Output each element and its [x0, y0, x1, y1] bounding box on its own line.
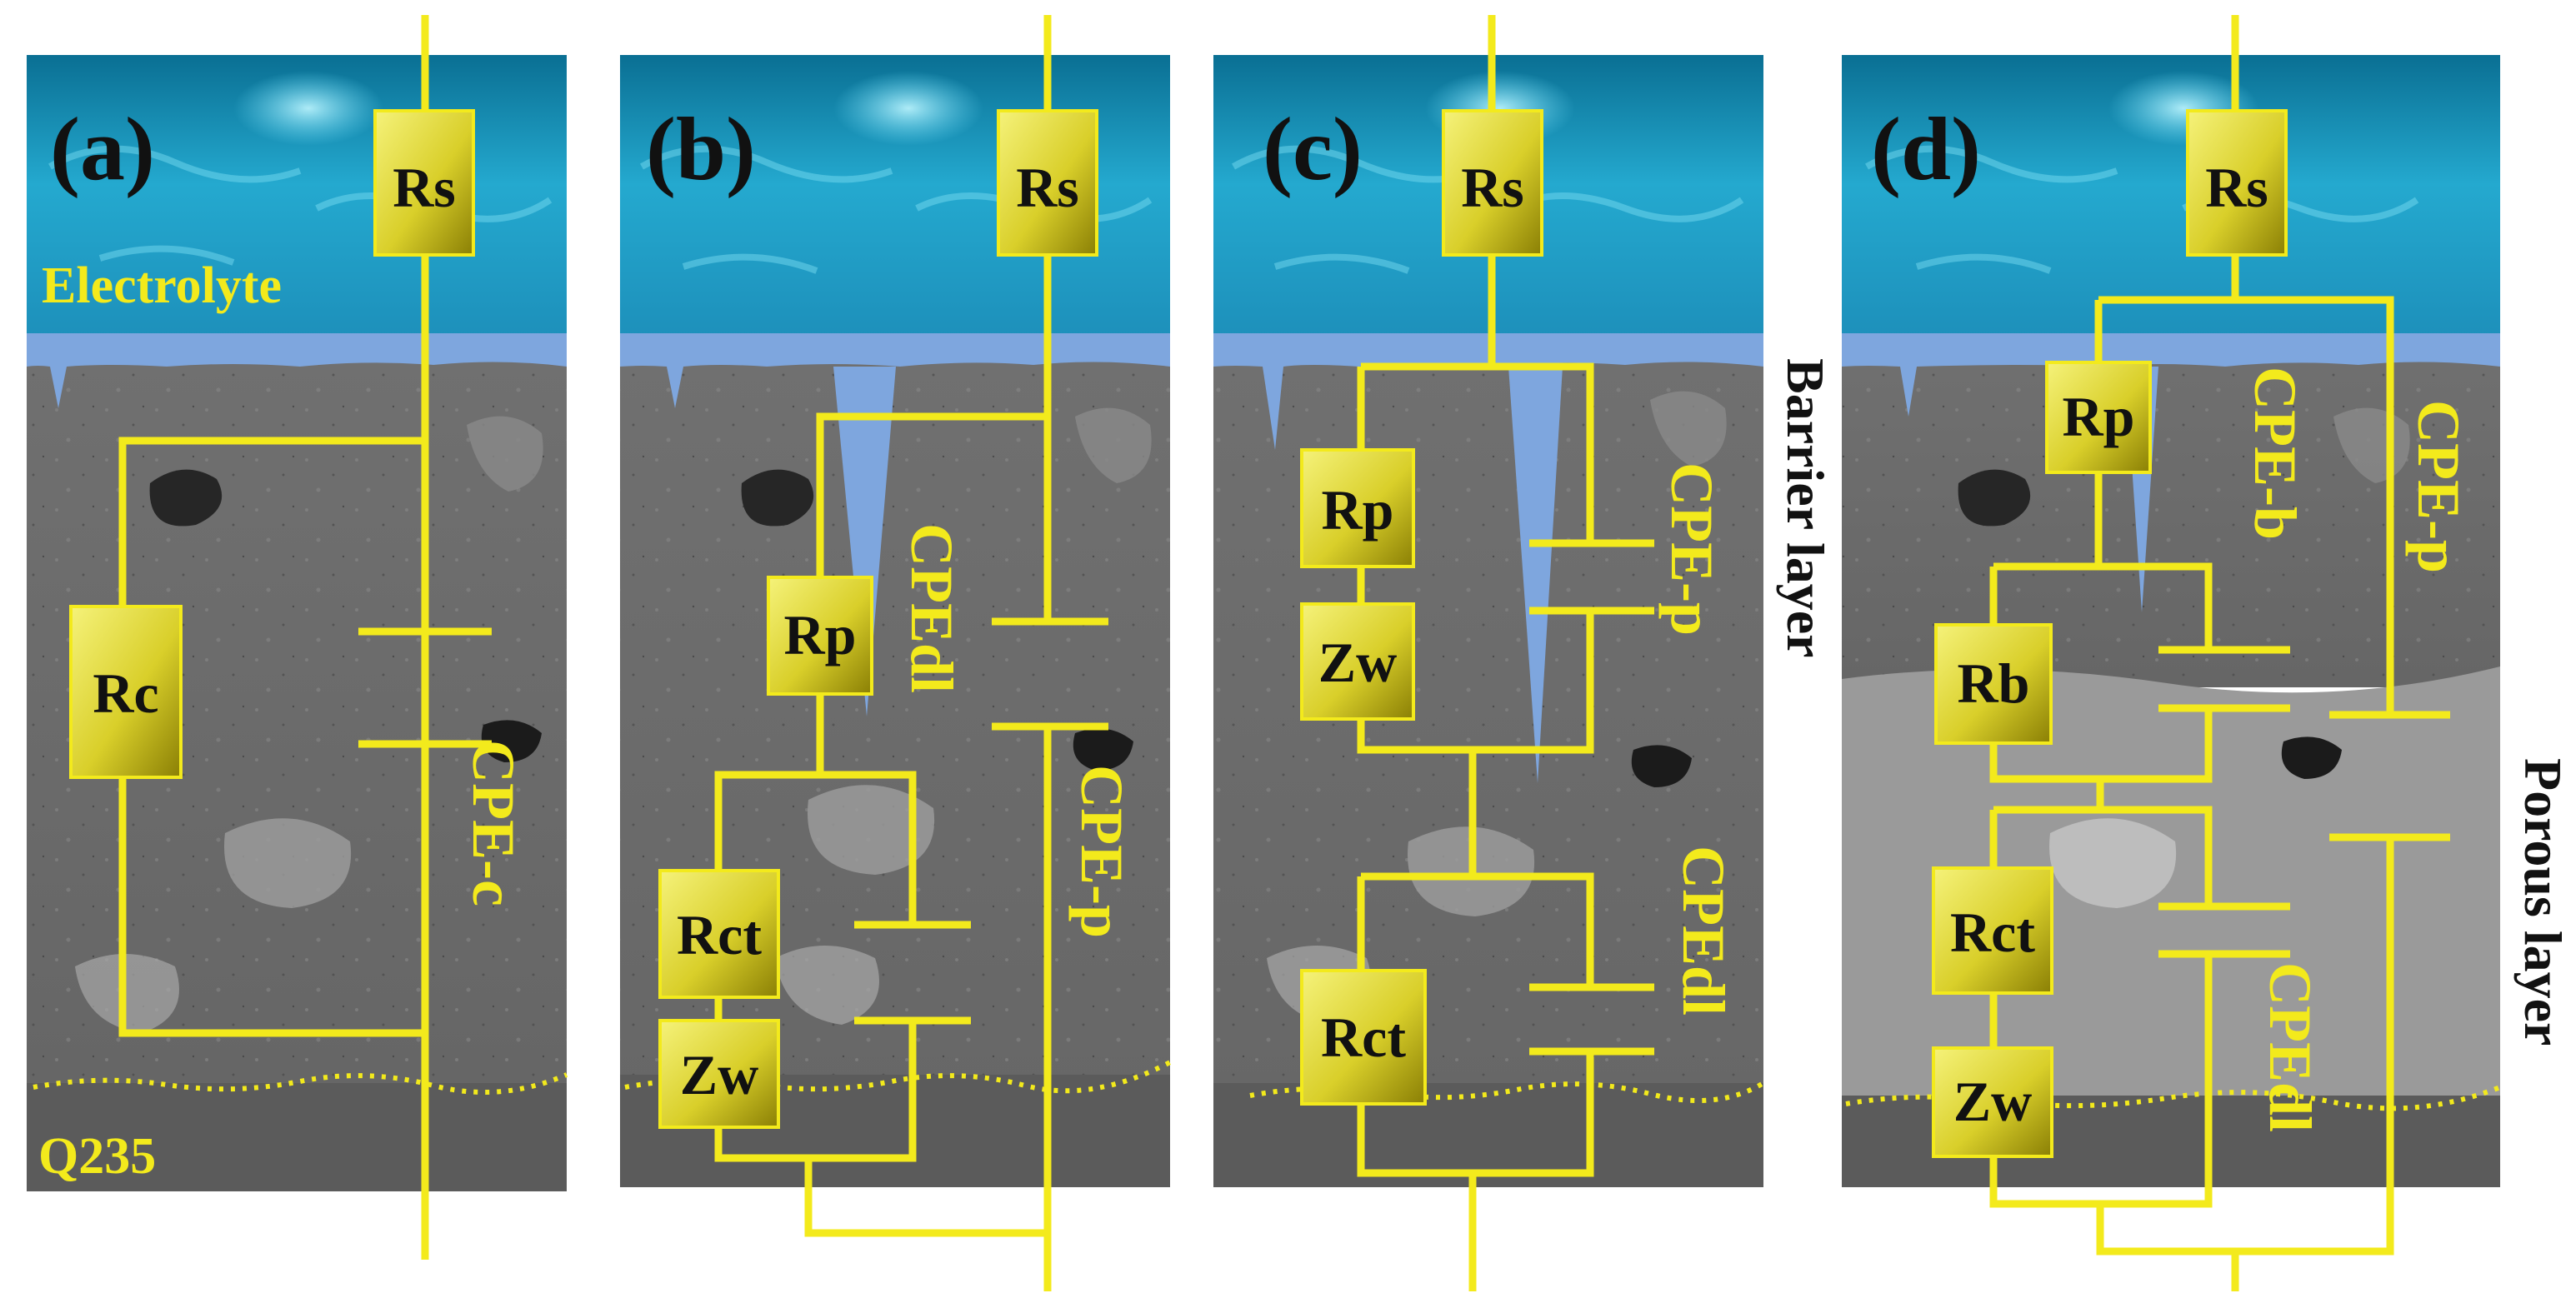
zw-label: Zw: [1318, 631, 1397, 694]
panel-d: (d) Rs Rp Rb Rct Zw CPE-b CPE-p CPEdl Po…: [1842, 15, 2573, 1291]
zw-element: [1300, 602, 1415, 721]
porous-layer-label: Porous layer: [2513, 758, 2573, 1046]
panel-c: (c) Rs Rp Zw Rct CPE-p CPEdl Barrier lay…: [1213, 15, 1835, 1291]
rs-label: Rs: [1016, 156, 1079, 219]
rc-resistor: [69, 605, 183, 779]
rct-label: Rct: [1950, 901, 2035, 964]
cpedl-label: CPEdl: [898, 523, 965, 693]
rs-label: Rs: [393, 156, 456, 219]
panel-b-label: (b): [646, 100, 756, 199]
q235-label: Q235: [38, 1128, 156, 1185]
rs-resistor: [997, 109, 1098, 257]
rs-resistor: [1442, 109, 1543, 257]
zw-element: [658, 1019, 780, 1129]
rct-resistor: [658, 869, 780, 999]
rb-label: Rb: [1958, 652, 2030, 715]
zw-label: Zw: [680, 1043, 758, 1106]
rp-label: Rp: [784, 603, 857, 666]
electrolyte-label: Electrolyte: [42, 257, 282, 314]
panel-b-circuit: [714, 15, 1108, 1291]
rp-label: Rp: [2063, 385, 2135, 448]
rb-resistor: [1934, 623, 2053, 745]
cpedl-label: CPEdl: [2257, 962, 2323, 1132]
rs-resistor: [373, 109, 475, 257]
cpedl-label: CPEdl: [1670, 846, 1737, 1016]
rp-resistor: [2045, 361, 2152, 474]
cpe-p-label: CPE-p: [1658, 462, 1725, 636]
panel-a: (a) Rs Rc Electrolyte Q235 CPE-c: [27, 15, 568, 1260]
panel-c-label: (c): [1263, 100, 1363, 199]
rp-resistor: [1300, 448, 1415, 568]
rct-resistor: [1932, 866, 2053, 995]
zw-label: Zw: [1953, 1070, 2032, 1133]
panel-b-background: [620, 55, 1172, 1187]
rs-label: Rs: [1461, 156, 1524, 219]
rct-resistor: [1300, 969, 1427, 1106]
zw-element: [1932, 1046, 2053, 1158]
cpe-b-label: CPE-b: [2242, 367, 2308, 540]
rp-label: Rp: [1322, 478, 1394, 542]
panel-d-label: (d): [1871, 100, 1981, 199]
rp-resistor: [767, 576, 873, 696]
panel-b: (b) Rs Rp Rct Zw CPEdl CPE-p: [620, 15, 1172, 1291]
panel-d-background: [1842, 55, 2502, 1187]
rs-resistor: [2186, 109, 2288, 257]
rc-label: Rc: [93, 661, 158, 725]
rs-label: Rs: [2205, 156, 2268, 219]
cpe-p-label: CPE-p: [1068, 765, 1135, 938]
rct-label: Rct: [1321, 1006, 1406, 1069]
barrier-layer-label: Barrier layer: [1776, 358, 1835, 658]
cpe-c-label: CPE-c: [460, 740, 527, 906]
cpe-p-label: CPE-p: [2405, 400, 2472, 573]
rct-label: Rct: [677, 903, 762, 966]
panel-a-label: (a): [50, 100, 155, 199]
